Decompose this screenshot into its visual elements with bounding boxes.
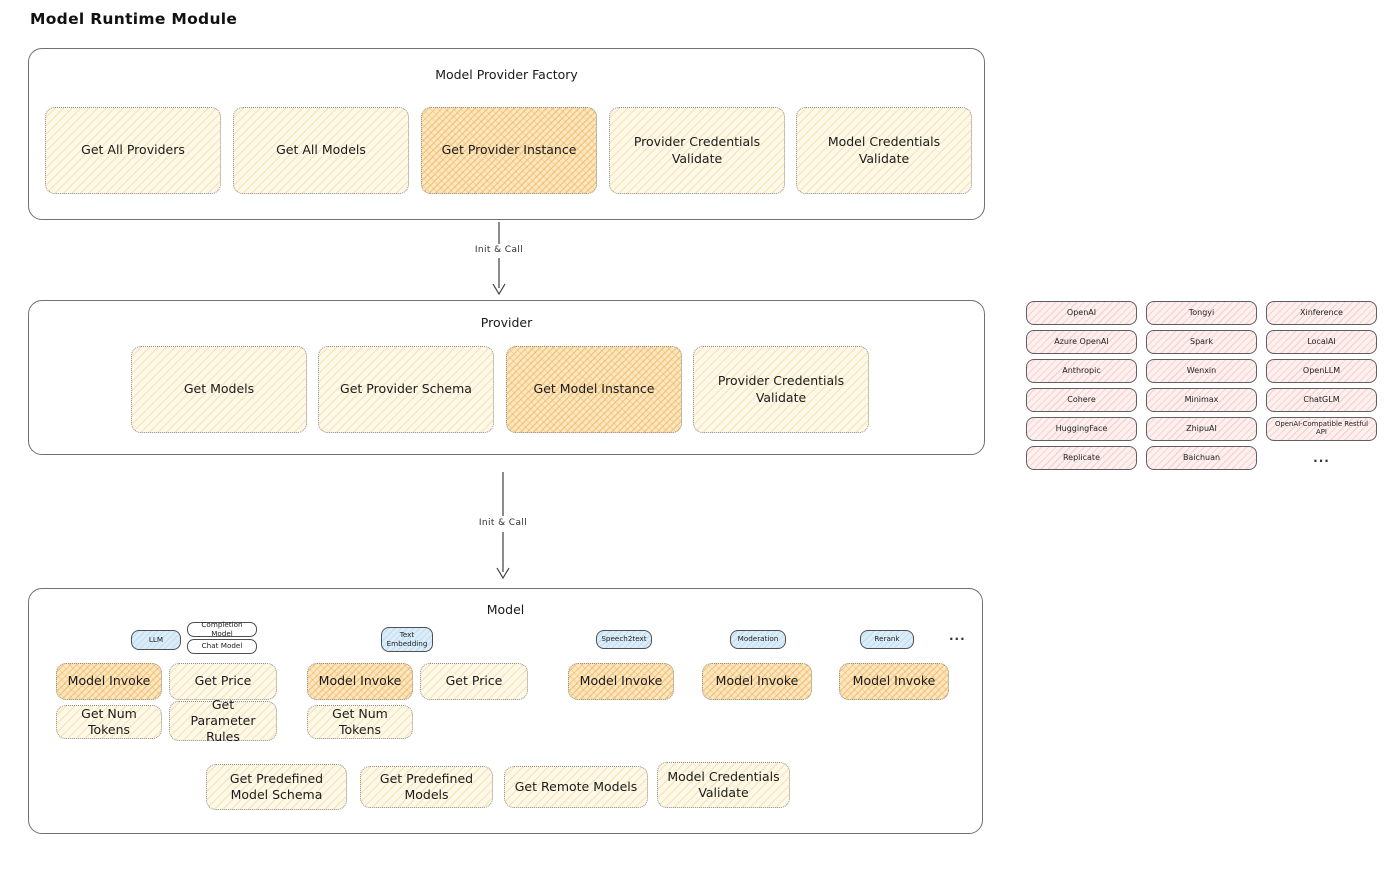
factory-title: Model Provider Factory: [435, 67, 578, 82]
provider-pill: Baichuan: [1146, 446, 1257, 470]
provider-pill: OpenAI: [1026, 301, 1137, 325]
tag-moderation: Moderation: [730, 630, 786, 649]
node-get-all-models: Get All Models: [233, 107, 409, 194]
node-get-all-providers: Get All Providers: [45, 107, 221, 194]
provider-pill: Spark: [1146, 330, 1257, 354]
node-get-provider-instance: Get Provider Instance: [421, 107, 597, 194]
node-get-parameter-rules: Get Parameter Rules: [169, 697, 277, 744]
node-model-credentials-validate-model: Model Credentials Validate: [657, 762, 790, 808]
node-model-invoke-rerank: Model Invoke: [839, 663, 949, 700]
tag-completion-model: Completion Model: [187, 621, 257, 637]
node-provider-credentials-validate: Provider Credentials Validate: [609, 107, 785, 194]
arrow-label: Init & Call: [478, 518, 528, 528]
provider-title: Provider: [480, 315, 533, 330]
provider-container: Provider Get Models Get Provider Schema …: [28, 300, 995, 465]
arrow-line-icon: [492, 222, 506, 296]
node-model-credentials-validate: Model Credentials Validate: [796, 107, 972, 194]
arrow-line-icon: [496, 472, 510, 580]
node-model-invoke-moderation: Model Invoke: [702, 663, 812, 700]
provider-catalog: OpenAI Tongyi Xinference Azure OpenAI Sp…: [1026, 301, 1377, 470]
provider-pill: Minimax: [1146, 388, 1257, 412]
provider-pill: ChatGLM: [1266, 388, 1377, 412]
node-model-invoke-speech2text: Model Invoke: [568, 663, 674, 700]
node-get-remote-models: Get Remote Models: [504, 766, 648, 808]
provider-pill: Replicate: [1026, 446, 1137, 470]
provider-pill: HuggingFace: [1026, 417, 1137, 441]
provider-pill: Azure OpenAI: [1026, 330, 1137, 354]
node-get-predefined-models: Get Predefined Models: [360, 766, 493, 808]
provider-pill: Wenxin: [1146, 359, 1257, 383]
node-get-price-embedding: Get Price: [420, 663, 528, 700]
node-get-provider-schema: Get Provider Schema: [318, 346, 494, 433]
tag-chat-model: Chat Model: [187, 639, 257, 654]
node-model-invoke-llm: Model Invoke: [56, 663, 162, 700]
tag-rerank: Rerank: [860, 630, 914, 649]
arrow-factory-to-provider: Init & Call: [459, 222, 539, 298]
node-get-predefined-model-schema: Get Predefined Model Schema: [206, 764, 347, 810]
provider-pill: ZhipuAI: [1146, 417, 1257, 441]
page-title: Model Runtime Module: [30, 10, 238, 28]
node-get-model-instance: Get Model Instance: [506, 346, 682, 433]
provider-pill: OpenAI-Compatible Restful API: [1266, 417, 1377, 441]
provider-catalog-more: ...: [1313, 451, 1330, 465]
model-title: Model: [486, 602, 525, 617]
provider-pill: Tongyi: [1146, 301, 1257, 325]
tag-speech2text: Speech2text: [596, 630, 652, 649]
provider-pill: Anthropic: [1026, 359, 1137, 383]
provider-pill: Xinference: [1266, 301, 1377, 325]
node-provider-credentials-validate-2: Provider Credentials Validate: [693, 346, 869, 433]
tag-text-embedding: Text Embedding: [381, 627, 433, 652]
node-get-price-llm: Get Price: [169, 663, 277, 700]
node-get-num-tokens-llm: Get Num Tokens: [56, 705, 162, 739]
provider-pill: LocalAI: [1266, 330, 1377, 354]
model-container: Model LLM Completion Model Chat Model Te…: [28, 588, 993, 844]
provider-pill: OpenLLM: [1266, 359, 1377, 383]
arrow-label: Init & Call: [474, 245, 524, 255]
model-types-more: ...: [949, 629, 966, 643]
provider-pill: Cohere: [1026, 388, 1137, 412]
tag-llm: LLM: [131, 630, 181, 650]
arrow-provider-to-model: Init & Call: [463, 472, 543, 582]
factory-container: Model Provider Factory Get All Providers…: [28, 45, 989, 222]
node-get-num-tokens-embedding: Get Num Tokens: [307, 705, 413, 739]
node-model-invoke-embedding: Model Invoke: [307, 663, 413, 700]
node-get-models: Get Models: [131, 346, 307, 433]
